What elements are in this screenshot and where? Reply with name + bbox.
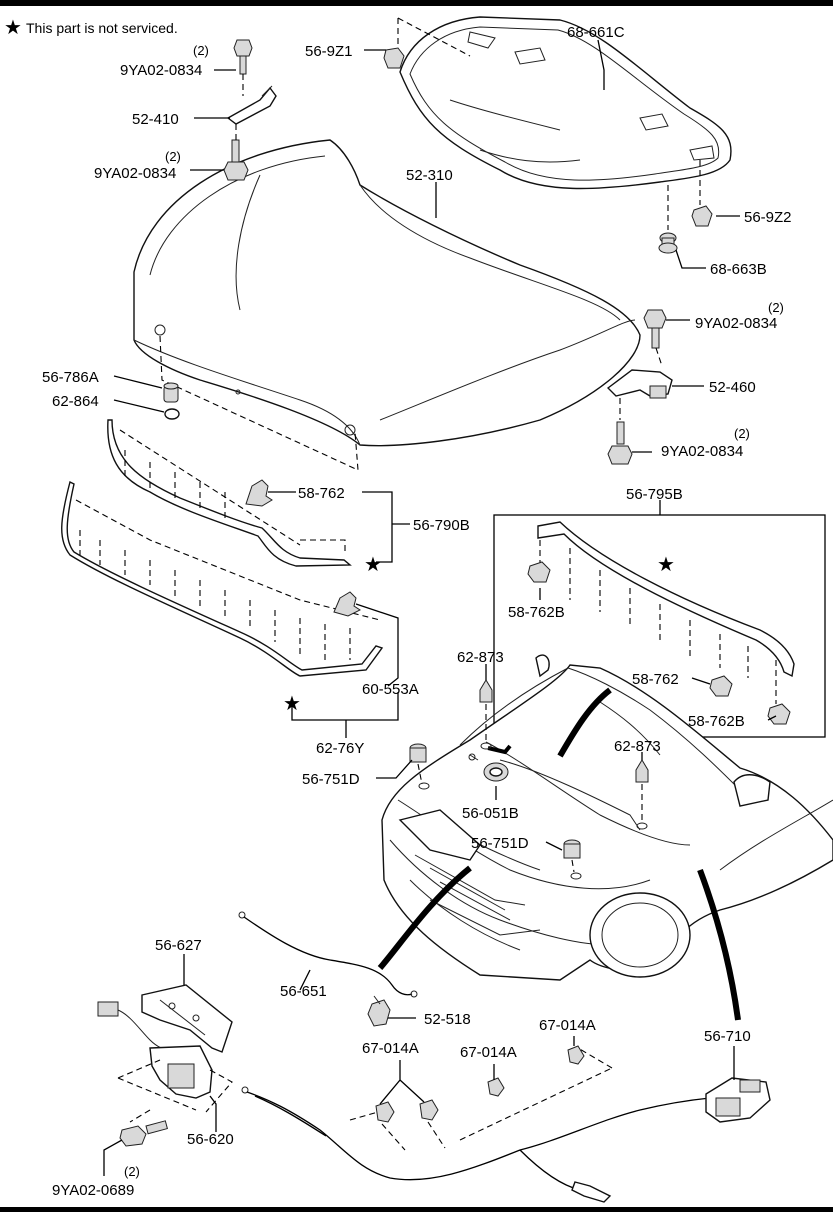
clip-62-864 <box>164 408 180 420</box>
qty-9ya02-0689: (2) <box>124 1164 140 1179</box>
hood-panel <box>133 139 641 447</box>
not-serviced-star-icon: ★ <box>657 554 675 576</box>
bolt-9ya02-0834-c <box>643 309 667 367</box>
callout-67-014a-a[interactable]: 67-014A <box>362 1040 419 1057</box>
callout-68-661c[interactable]: 68-661C <box>567 24 625 41</box>
clip-56-9z2 <box>691 160 713 227</box>
clip-52-518 <box>367 995 391 1027</box>
callout-56-751d-a[interactable]: 56-751D <box>302 771 360 788</box>
bumper-62-873-a <box>479 679 493 750</box>
release-cable-main <box>241 1086 711 1203</box>
latch-56-620 <box>117 1045 233 1123</box>
clip-58-762-upper <box>245 479 273 507</box>
hood-dash-guides <box>159 335 359 471</box>
release-handle-56-710 <box>705 1077 771 1123</box>
callout-9ya02-0689[interactable]: 9YA02-0689 <box>52 1182 134 1199</box>
qty-9ya02-0834-d: (2) <box>734 426 750 441</box>
callout-56-051b[interactable]: 56-051B <box>462 805 519 822</box>
cable-clips-67-014a <box>349 1045 613 1151</box>
callout-52-460[interactable]: 52-460 <box>709 379 756 396</box>
callout-58-762-right[interactable]: 58-762 <box>632 671 679 688</box>
hood-stopper-56-786a <box>163 382 179 403</box>
legend-note: ★ This part is not serviced. <box>4 17 178 39</box>
leader-lines <box>103 39 777 1176</box>
callout-56-9z1[interactable]: 56-9Z1 <box>305 43 353 60</box>
clip-58-762b-right <box>767 703 791 725</box>
bolt-9ya02-0689 <box>119 1120 169 1147</box>
callout-56-627[interactable]: 56-627 <box>155 937 202 954</box>
callout-56-651[interactable]: 56-651 <box>280 983 327 1000</box>
qty-9ya02-0834-b: (2) <box>165 149 181 164</box>
bottom-border <box>0 1207 833 1212</box>
callout-9ya02-0834-a[interactable]: 9YA02-0834 <box>120 62 202 79</box>
clip-58-762b-left <box>527 561 551 583</box>
stars: ★ ★ ★ <box>283 554 675 715</box>
callout-labels: (2) 9YA02-0834 52-410 (2) 9YA02-0834 56-… <box>42 24 792 1199</box>
bolt-9ya02-0834-b <box>223 124 249 181</box>
hood-insulator <box>399 16 732 190</box>
seal-62-76y <box>61 480 384 677</box>
top-border <box>0 0 833 6</box>
latch-cover-56-627 <box>141 984 233 1053</box>
callout-52-410[interactable]: 52-410 <box>132 111 179 128</box>
callout-9ya02-0834-d[interactable]: 9YA02-0834 <box>661 443 743 460</box>
callout-62-76y[interactable]: 62-76Y <box>316 740 364 757</box>
hood-release-path <box>499 759 641 831</box>
hinge-52-460 <box>606 369 673 420</box>
clip-60-553a <box>333 591 361 617</box>
callout-58-762b-right[interactable]: 58-762B <box>688 713 745 730</box>
grommet-56-051b <box>468 753 509 782</box>
callout-62-864[interactable]: 62-864 <box>52 393 99 410</box>
callout-56-9z2[interactable]: 56-9Z2 <box>744 209 792 226</box>
qty-9ya02-0834-c: (2) <box>768 300 784 315</box>
callout-56-620[interactable]: 56-620 <box>187 1131 234 1148</box>
legend-star-icon: ★ <box>4 17 22 39</box>
hinge-52-410 <box>226 85 277 125</box>
callout-56-710[interactable]: 56-710 <box>704 1028 751 1045</box>
clip-56-9z1 <box>383 17 471 69</box>
grommet-68-663b <box>658 185 678 254</box>
callout-56-786a[interactable]: 56-786A <box>42 369 99 386</box>
qty-9ya02-0834-a: (2) <box>193 43 209 58</box>
callout-62-873-a[interactable]: 62-873 <box>457 649 504 666</box>
callout-60-553a[interactable]: 60-553A <box>362 681 419 698</box>
callout-68-663b[interactable]: 68-663B <box>710 261 767 278</box>
callout-52-310[interactable]: 52-310 <box>406 167 453 184</box>
callout-56-751d-b[interactable]: 56-751D <box>471 835 529 852</box>
seal-56-790b <box>107 419 352 567</box>
callout-56-790b[interactable]: 56-790B <box>413 517 470 534</box>
vehicle-front <box>381 654 833 981</box>
callout-56-795b[interactable]: 56-795B <box>626 486 683 503</box>
callout-9ya02-0834-c[interactable]: 9YA02-0834 <box>695 315 777 332</box>
bumper-62-873-b <box>635 759 649 830</box>
stopper-56-751d-b <box>563 839 582 880</box>
not-serviced-star-icon: ★ <box>364 554 382 576</box>
callout-52-518[interactable]: 52-518 <box>424 1011 471 1028</box>
bolt-9ya02-0834-a <box>233 39 253 96</box>
callout-67-014a-c[interactable]: 67-014A <box>539 1017 596 1034</box>
callout-62-873-b[interactable]: 62-873 <box>614 738 661 755</box>
legend-text: This part is not serviced. <box>26 20 178 36</box>
clip-58-762-right <box>709 675 733 697</box>
callout-58-762-upper[interactable]: 58-762 <box>298 485 345 502</box>
callout-9ya02-0834-b[interactable]: 9YA02-0834 <box>94 165 176 182</box>
callout-58-762b-left[interactable]: 58-762B <box>508 604 565 621</box>
callout-67-014a-b[interactable]: 67-014A <box>460 1044 517 1061</box>
release-cable-56-651 <box>238 911 418 998</box>
bolt-9ya02-0834-d <box>607 421 633 465</box>
stopper-56-751d-a <box>409 743 430 790</box>
cable-route-arrows <box>377 687 741 1021</box>
